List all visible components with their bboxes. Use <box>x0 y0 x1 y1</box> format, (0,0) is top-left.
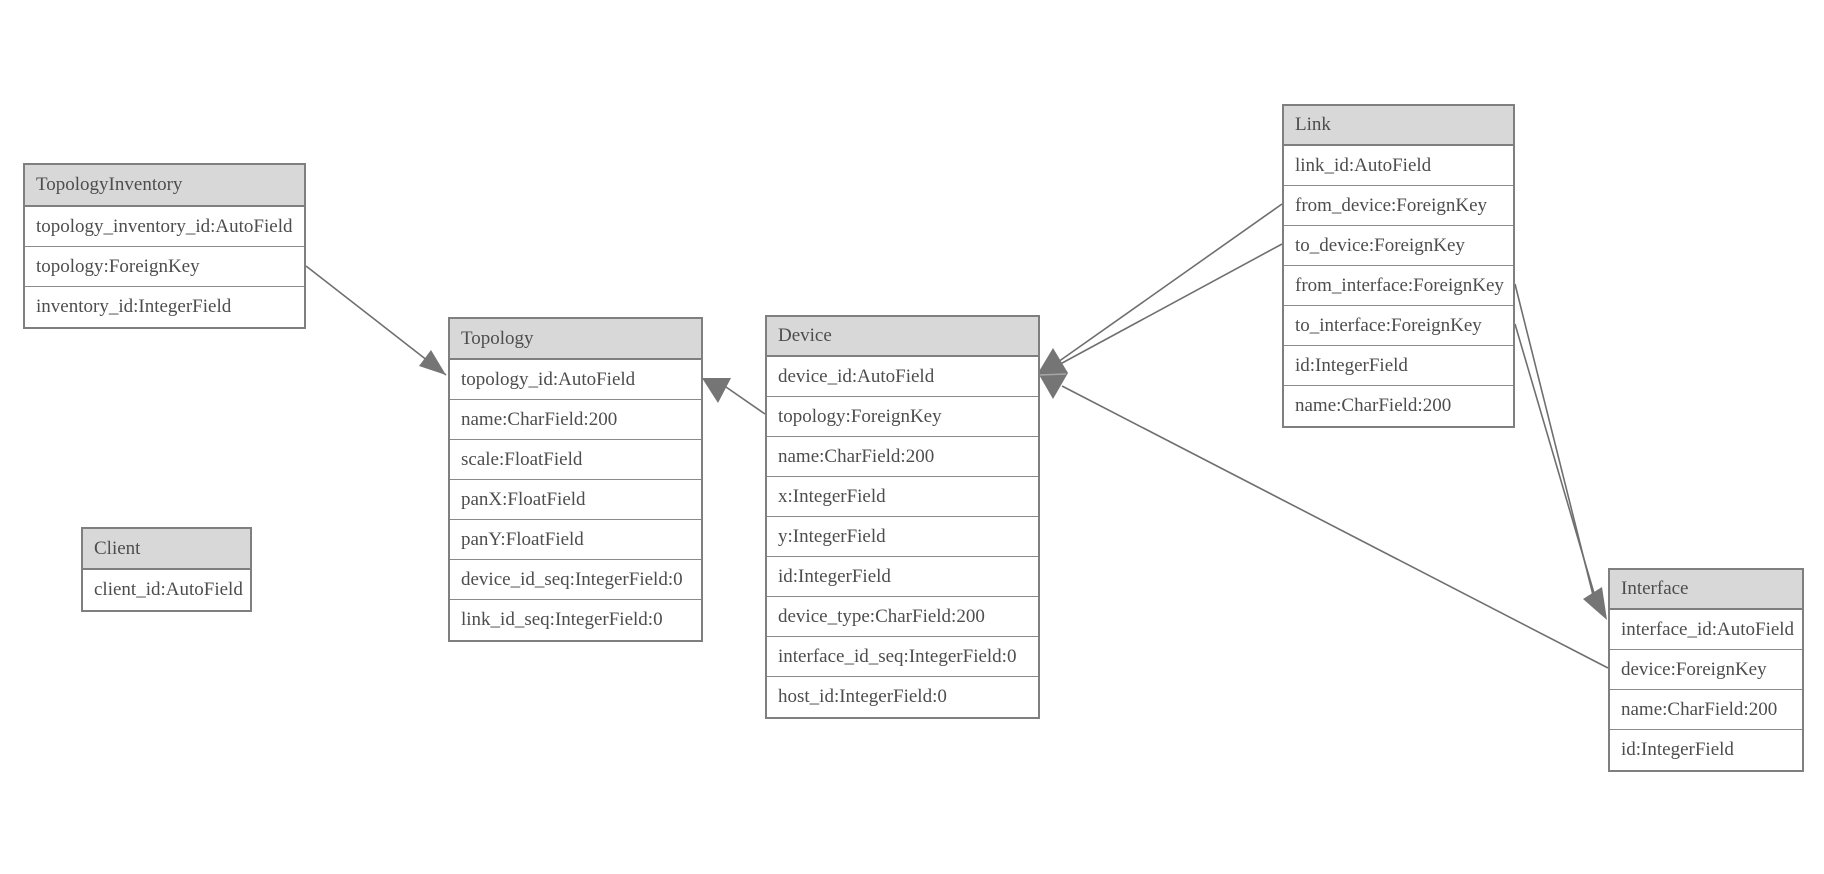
entity-title: Device <box>767 317 1038 357</box>
field-row: from_device:ForeignKey <box>1284 186 1513 226</box>
field-row: panY:FloatField <box>450 520 701 560</box>
edge-interface-device <box>1061 385 1609 669</box>
edge-device-topology <box>725 386 766 415</box>
entity-title: Topology <box>450 319 701 360</box>
field-row: interface_id_seq:IntegerField:0 <box>767 637 1038 677</box>
field-row: link_id_seq:IntegerField:0 <box>461 609 663 630</box>
field-row: interface_id:AutoField <box>1610 610 1802 650</box>
field-row: from_interface:ForeignKey <box>1284 266 1513 306</box>
overlay-edges-group <box>1038 373 1067 376</box>
edge-link-from-device <box>1057 203 1283 363</box>
field-row: name:CharField:200 <box>450 400 701 440</box>
arrowhead-into-topology-left <box>419 350 446 375</box>
entity-title: Client <box>83 529 250 570</box>
entity-title: TopologyInventory <box>25 165 304 207</box>
edge-link-to-device <box>1039 243 1283 376</box>
field-row: name:CharField:200 <box>767 437 1038 477</box>
field-row: panX:FloatField <box>450 480 701 520</box>
field-row: device_id:AutoField <box>767 357 1038 397</box>
entity-title: Link <box>1284 106 1513 146</box>
field-row: device_type:CharField:200 <box>767 597 1038 637</box>
field-row: device_id_seq:IntegerField:0 <box>450 560 701 600</box>
field-row: device:ForeignKey <box>1610 650 1802 690</box>
field-row: host_id:IntegerField:0 <box>778 686 947 707</box>
edge-topologyinventory-topology <box>305 265 447 376</box>
field-row: x:IntegerField <box>767 477 1038 517</box>
field-row: name:CharField:200 <box>1295 395 1452 416</box>
edge-link-to-device-overlap <box>1038 373 1067 376</box>
field-row: name:CharField:200 <box>1610 690 1802 730</box>
field-row: client_id:AutoField <box>94 579 243 600</box>
field-row: topology_id:AutoField <box>450 360 701 400</box>
field-row: topology:ForeignKey <box>25 247 304 287</box>
edge-link-to-interface <box>1514 323 1597 601</box>
entity-table-client: Client client_id:AutoField <box>81 527 252 612</box>
arrowhead-into-topology-right <box>702 378 731 403</box>
field-row: inventory_id:IntegerField <box>36 296 232 317</box>
field-row: link_id:AutoField <box>1284 146 1513 186</box>
arrowhead-into-interface <box>1583 587 1607 620</box>
field-row: to_device:ForeignKey <box>1284 226 1513 266</box>
field-row: scale:FloatField <box>450 440 701 480</box>
field-row: topology_inventory_id:AutoField <box>25 207 304 247</box>
edges-group <box>305 203 1609 669</box>
field-row: id:IntegerField <box>767 557 1038 597</box>
field-row: id:IntegerField <box>1621 739 1734 760</box>
field-row: topology:ForeignKey <box>767 397 1038 437</box>
arrowhead-into-device <box>1038 348 1068 399</box>
field-row: y:IntegerField <box>767 517 1038 557</box>
arrowheads-group <box>419 348 1607 620</box>
field-row: to_interface:ForeignKey <box>1284 306 1513 346</box>
field-row: id:IntegerField <box>1284 346 1513 386</box>
entity-title: Interface <box>1610 570 1802 610</box>
